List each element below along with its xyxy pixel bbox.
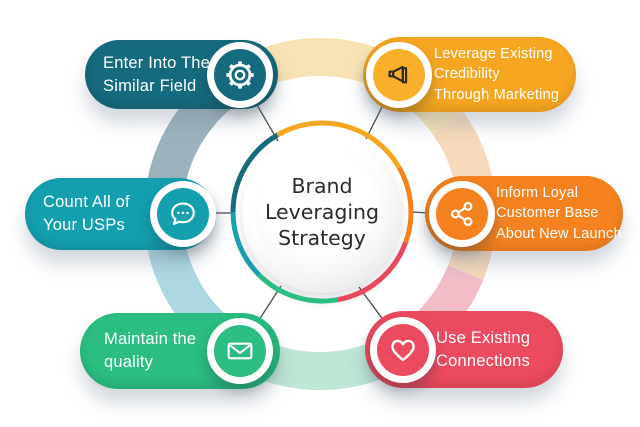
heart-icon [391,339,415,361]
center-ring-segment-red [337,241,408,303]
node-label-line: Through Marketing [434,86,560,103]
envelope-icon [227,342,253,360]
node-inform-loyal-customer-base: Inform Loyal Customer Base About New Lau… [425,176,623,251]
center-title-line: Leveraging [264,200,380,224]
node-label-line: Use Existing [436,328,531,347]
connector-line-top-right [365,102,385,140]
node-icon-badge [370,316,436,383]
center-ring-segment-teal [230,211,261,277]
center-ring-segment-orange [396,166,414,244]
center-title-line: Brand [291,174,353,198]
node-label: Enter Into The Similar Field [85,52,288,98]
center-color-ring [230,120,414,304]
node-label-line: Your USPs [43,216,125,234]
node-label-line: Count All of [43,193,130,211]
center-title: Brand Leveraging Strategy [237,173,407,251]
node-leverage-existing-credibility: Leverage Existing Credibility Through Ma… [363,37,576,112]
node-label-line: Credibility [434,66,500,83]
node-use-existing-connections: Use Existing Connections [365,311,563,388]
node-enter-into-the-similar-field: Enter Into The Similar Field [85,40,278,109]
node-icon-badge [429,180,495,247]
node-maintain-the-quality: Maintain the quality [80,313,280,389]
node-label-line: Enter Into The [103,53,211,72]
node-label-line: Connections [436,351,530,370]
megaphone-icon [388,65,408,83]
node-icon-badge [150,181,216,247]
node-label: Inform Loyal Customer Base About New Lau… [425,183,628,245]
node-icon-badge [207,41,273,108]
node-label-line: Similar Field [103,76,197,95]
node-label-line: About New Launch [496,225,622,242]
node-label-line: Customer Base [496,205,599,222]
node-label-line: Inform Loyal [496,184,579,201]
node-label: Maintain the quality [80,328,274,374]
node-label-line: Maintain the [104,330,197,348]
center-title-line: Strategy [278,226,366,250]
center-ring-segment-green [257,273,338,304]
node-count-all-of-your-usps: Count All of Your USPs [25,178,216,250]
node-label: Use Existing Connections [365,327,536,373]
center-ring-segment-amber [276,120,402,169]
node-icon-badge [366,41,432,108]
node-label: Count All of Your USPs [25,191,208,237]
node-label-line: Leverage Existing [434,45,553,62]
node-label-line: quality [104,353,154,371]
center-inner-circle [255,145,389,279]
node-label: Leverage Existing Credibility Through Ma… [363,44,565,106]
share-icon [450,201,473,226]
center-ring-segment-dark-teal [230,132,279,213]
speech-bubble-icon [171,202,195,225]
node-icon-badge [207,318,273,384]
gear-icon [226,60,254,89]
